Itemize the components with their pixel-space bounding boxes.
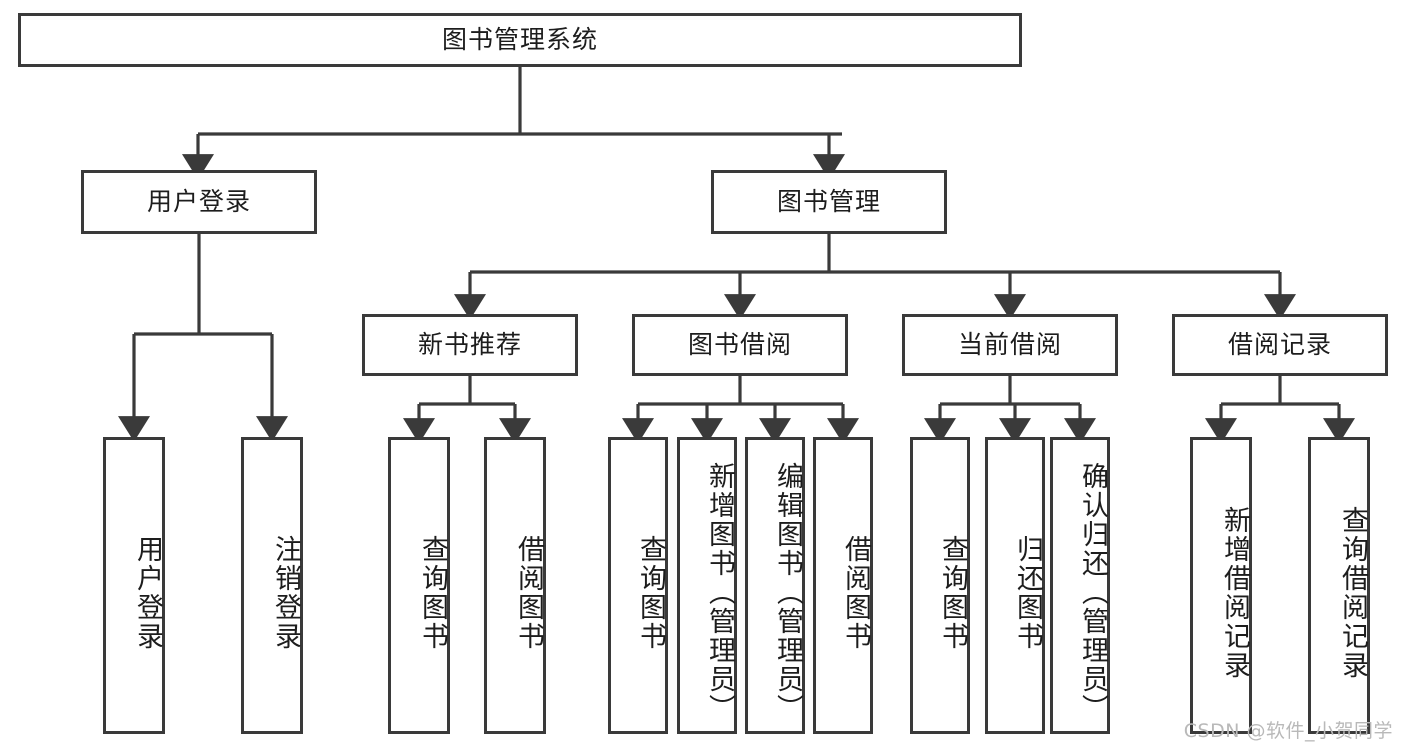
node-leaf-edit-book-label: 编辑图书（管理员）	[772, 462, 803, 723]
node-current-borrow-label: 当前借阅	[957, 330, 1062, 359]
node-current-borrow[interactable]: 当前借阅	[902, 314, 1118, 376]
node-book-manage-label: 图书管理	[776, 187, 881, 216]
node-leaf-return-book[interactable]: 归还图书	[985, 437, 1045, 734]
node-leaf-query-book-borrow-label: 查询图书	[635, 534, 666, 651]
node-user-login-label: 用户登录	[146, 187, 251, 216]
node-leaf-borrow-book-recommend[interactable]: 借阅图书	[484, 437, 546, 734]
node-leaf-query-borrow-record[interactable]: 查询借阅记录	[1308, 437, 1370, 734]
node-leaf-add-borrow-record-label: 新增借阅记录	[1219, 505, 1250, 680]
node-user-login[interactable]: 用户登录	[81, 170, 317, 234]
watermark: CSDN @软件_小贺同学	[1183, 720, 1393, 742]
node-leaf-confirm-return[interactable]: 确认归还（管理员）	[1050, 437, 1110, 734]
node-new-book-recommend[interactable]: 新书推荐	[362, 314, 578, 376]
node-leaf-query-book-recommend-label: 查询图书	[417, 534, 448, 651]
node-leaf-user-logout[interactable]: 注销登录	[241, 437, 303, 734]
node-leaf-add-book-label: 新增图书（管理员）	[704, 462, 735, 723]
node-book-manage[interactable]: 图书管理	[711, 170, 947, 234]
node-leaf-borrow-book-recommend-label: 借阅图书	[513, 534, 544, 651]
node-leaf-query-book-current-label: 查询图书	[937, 534, 968, 651]
node-leaf-confirm-return-label: 确认归还（管理员）	[1077, 462, 1108, 723]
node-leaf-borrow-book[interactable]: 借阅图书	[813, 437, 873, 734]
node-leaf-user-logout-label: 注销登录	[270, 534, 301, 651]
node-leaf-edit-book[interactable]: 编辑图书（管理员）	[745, 437, 805, 734]
node-book-borrow-label: 图书借阅	[687, 330, 792, 359]
node-root[interactable]: 图书管理系统	[18, 13, 1022, 67]
node-leaf-user-login[interactable]: 用户登录	[103, 437, 165, 734]
node-leaf-query-borrow-record-label: 查询借阅记录	[1337, 505, 1368, 680]
node-leaf-query-book-current[interactable]: 查询图书	[910, 437, 970, 734]
node-leaf-query-book-borrow[interactable]: 查询图书	[608, 437, 668, 734]
node-borrow-record[interactable]: 借阅记录	[1172, 314, 1388, 376]
node-book-borrow[interactable]: 图书借阅	[632, 314, 848, 376]
node-leaf-return-book-label: 归还图书	[1012, 534, 1043, 651]
node-leaf-add-book[interactable]: 新增图书（管理员）	[677, 437, 737, 734]
node-leaf-borrow-book-label: 借阅图书	[840, 534, 871, 651]
node-leaf-query-book-recommend[interactable]: 查询图书	[388, 437, 450, 734]
node-leaf-user-login-label: 用户登录	[132, 534, 163, 651]
node-borrow-record-label: 借阅记录	[1227, 330, 1332, 359]
node-new-book-recommend-label: 新书推荐	[417, 330, 522, 359]
node-leaf-add-borrow-record[interactable]: 新增借阅记录	[1190, 437, 1252, 734]
node-root-label: 图书管理系统	[441, 25, 598, 54]
